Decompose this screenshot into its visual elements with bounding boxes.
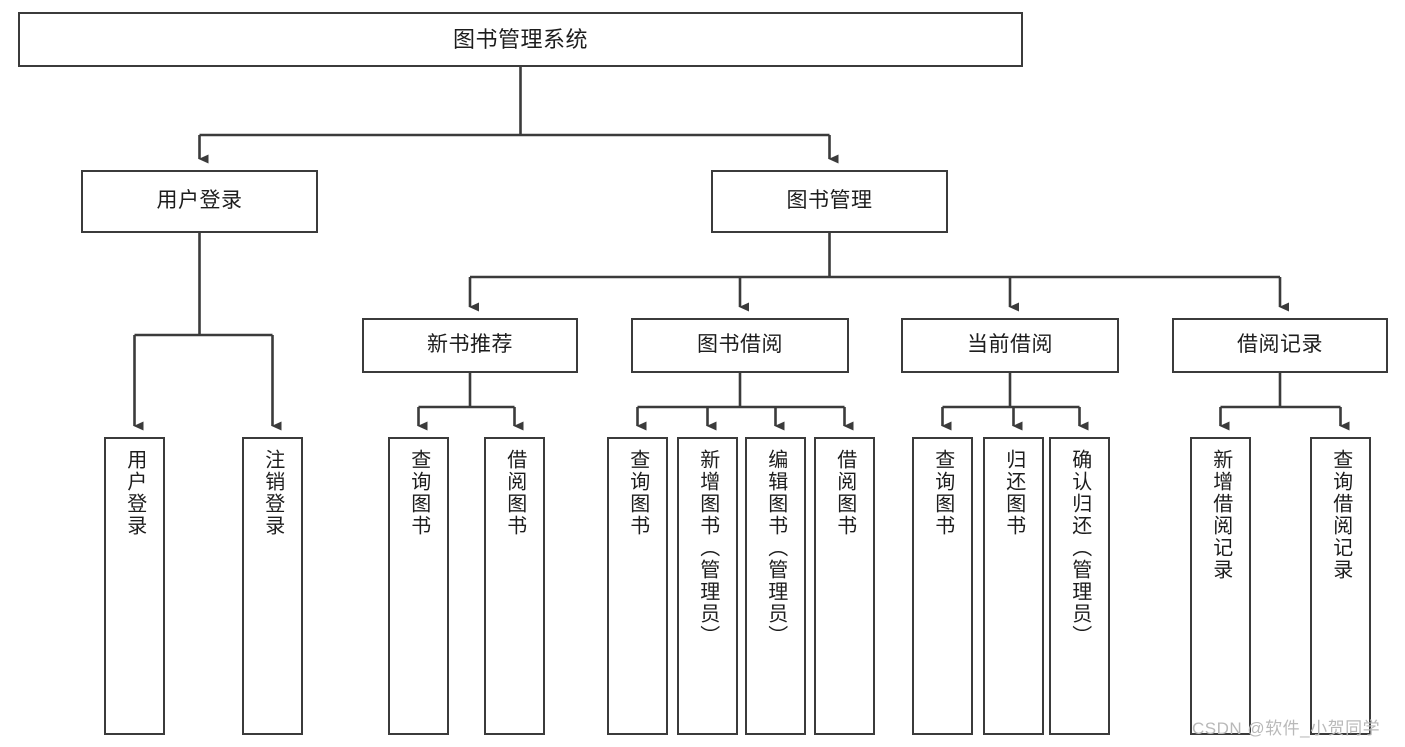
node-leaf-cur-1[interactable]: 查询图书 bbox=[912, 437, 973, 735]
node-current[interactable]: 当前借阅 bbox=[901, 318, 1119, 373]
node-label: 图书管理 bbox=[786, 189, 873, 213]
node-leaf-cur-3[interactable]: 确认归还（管理员） bbox=[1049, 437, 1110, 735]
node-leaf-new-2[interactable]: 借阅图书 bbox=[484, 437, 545, 735]
node-label: 图书借阅 bbox=[697, 333, 783, 357]
node-label: 归还图书 bbox=[1002, 449, 1025, 537]
node-root[interactable]: 图书管理系统 bbox=[18, 12, 1023, 67]
node-leaf-login-1[interactable]: 用户登录 bbox=[104, 437, 165, 735]
node-label: 查询图书 bbox=[407, 449, 430, 537]
node-label: 借阅图书 bbox=[833, 449, 856, 537]
node-leaf-cur-2[interactable]: 归还图书 bbox=[983, 437, 1044, 735]
node-leaf-borrow-3[interactable]: 编辑图书（管理员） bbox=[745, 437, 806, 735]
node-label: 新书推荐 bbox=[427, 333, 513, 357]
node-label: 新增借阅记录 bbox=[1209, 449, 1232, 581]
watermark: CSDN @软件_小贺同学 bbox=[1192, 719, 1381, 738]
node-label: 查询图书 bbox=[626, 449, 649, 537]
node-label: 新增图书（管理员） bbox=[696, 449, 719, 647]
node-leaf-borrow-1[interactable]: 查询图书 bbox=[607, 437, 668, 735]
node-label: 确认归还（管理员） bbox=[1068, 449, 1091, 647]
node-borrow[interactable]: 图书借阅 bbox=[631, 318, 849, 373]
node-leaf-rec-1[interactable]: 新增借阅记录 bbox=[1190, 437, 1251, 735]
node-label: 用户登录 bbox=[156, 189, 243, 213]
node-label: 借阅记录 bbox=[1237, 333, 1323, 357]
node-leaf-borrow-2[interactable]: 新增图书（管理员） bbox=[677, 437, 738, 735]
node-label: 当前借阅 bbox=[967, 333, 1053, 357]
node-label: 用户登录 bbox=[123, 449, 146, 537]
node-newbook[interactable]: 新书推荐 bbox=[362, 318, 578, 373]
node-label: 图书管理系统 bbox=[452, 26, 588, 52]
node-label: 查询借阅记录 bbox=[1329, 449, 1352, 581]
node-label: 借阅图书 bbox=[503, 449, 526, 537]
node-bookmgmt[interactable]: 图书管理 bbox=[711, 170, 948, 233]
node-label: 编辑图书（管理员） bbox=[764, 449, 787, 647]
node-leaf-new-1[interactable]: 查询图书 bbox=[388, 437, 449, 735]
node-leaf-login-2[interactable]: 注销登录 bbox=[242, 437, 303, 735]
node-login[interactable]: 用户登录 bbox=[81, 170, 318, 233]
node-records[interactable]: 借阅记录 bbox=[1172, 318, 1388, 373]
node-leaf-borrow-4[interactable]: 借阅图书 bbox=[814, 437, 875, 735]
node-label: 查询图书 bbox=[931, 449, 954, 537]
node-label: 注销登录 bbox=[261, 449, 284, 537]
node-leaf-rec-2[interactable]: 查询借阅记录 bbox=[1310, 437, 1371, 735]
